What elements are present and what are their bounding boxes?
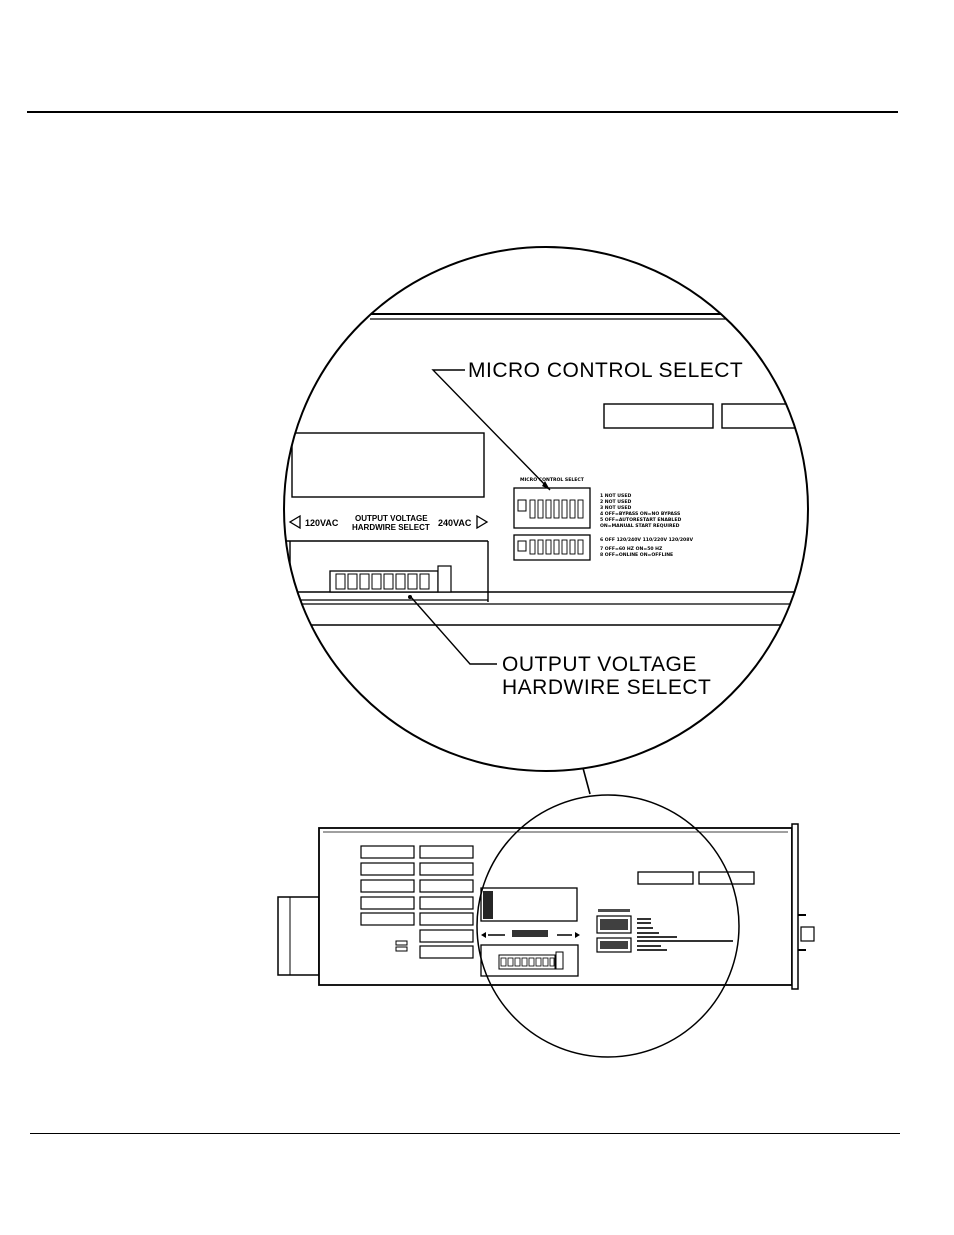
panel-micro-control-header: MICRO CONTROL SELECT <box>520 477 585 483</box>
switch-legend-line: 8 OFF=ONLINE ON=OFFLINE <box>600 552 673 558</box>
switch-legend-line: 6 OFF 120/240V 110/220V 120/208V <box>600 537 693 543</box>
front-bezel <box>791 823 799 990</box>
hardwire-select-callout: HARDWIRE SELECT <box>502 676 711 699</box>
switch-legend-line: 2 NOT USED <box>600 499 631 505</box>
hardwire-switch-block <box>329 565 452 593</box>
hardwire-select-leader <box>409 595 497 665</box>
unit-display-window <box>480 887 578 922</box>
magnifier-connector <box>582 767 591 795</box>
micro-control-select-callout: MICRO CONTROL SELECT <box>468 359 743 382</box>
left-arrow-icon <box>288 514 301 530</box>
switch-legend-line: 1 NOT USED <box>600 493 631 499</box>
panel-output-voltage-label: OUTPUT VOLTAGE <box>355 514 428 523</box>
panel-hardwire-select-label: HARDWIRE SELECT <box>352 523 430 532</box>
magnifier-circle <box>283 246 809 772</box>
right-arrow-icon <box>476 514 489 530</box>
top-rule <box>27 111 898 113</box>
label-plate <box>721 403 808 429</box>
bezel-knob <box>800 926 815 942</box>
unit-label-plate <box>637 871 694 885</box>
label-plate <box>603 403 714 429</box>
ups-unit-side-view <box>277 794 815 1058</box>
voltage-120-label: 120VAC <box>305 518 339 528</box>
magnified-view: 120VAC 240VAC OUTPUT VOLTAGE HARDWIRE SE… <box>283 246 809 772</box>
switch-legend: 1 NOT USED 2 NOT USED 3 NOT USED 4 OFF=B… <box>600 493 693 558</box>
detail-circle <box>476 794 740 1058</box>
voltage-240-label: 240VAC <box>438 518 472 528</box>
switch-legend-line: 4 OFF=BYPASS ON=NO BYPASS <box>600 511 680 517</box>
micro-control-dip-switches <box>513 487 591 561</box>
power-inlet <box>277 896 320 976</box>
micro-control-leader <box>431 369 551 491</box>
unit-label-plate <box>698 871 755 885</box>
output-voltage-callout: OUTPUT VOLTAGE <box>502 653 697 676</box>
small-indicator <box>395 940 408 946</box>
bottom-rule <box>30 1133 900 1134</box>
switch-legend-line: ON=MANUAL START REQUIRED <box>600 523 680 529</box>
display-window <box>291 432 485 498</box>
switch-legend-line: 5 OFF=AUTORESTART ENABLED <box>600 517 681 523</box>
small-indicator <box>395 946 408 952</box>
switch-legend-line: 7 OFF=60 HZ ON=50 HZ <box>600 546 663 552</box>
outlet-label-grid <box>360 845 474 959</box>
switch-legend-line: 3 NOT USED <box>600 505 631 511</box>
